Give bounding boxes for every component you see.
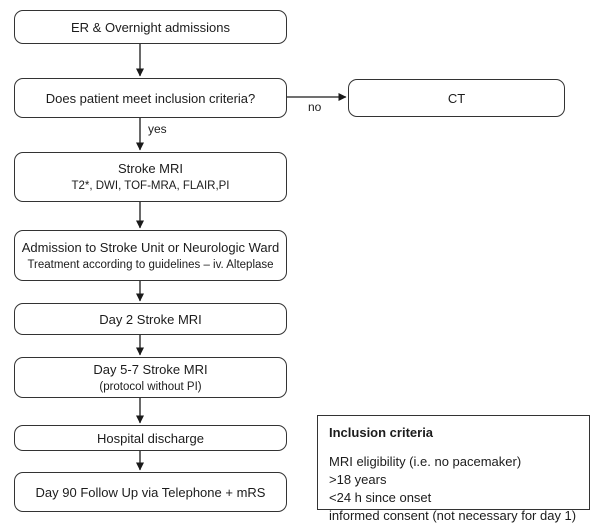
node-title: Day 5-7 Stroke MRI [93, 361, 208, 377]
node-title: Day 90 Follow Up via Telephone + mRS [35, 484, 266, 500]
inclusion-criteria-legend: Inclusion criteria MRI eligibility (i.e.… [317, 415, 590, 523]
node-inclusion-criteria-decision: Does patient meet inclusion criteria? [14, 78, 287, 118]
node-title: Admission to Stroke Unit or Neurologic W… [21, 239, 280, 255]
node-subtitle: Treatment according to guidelines – iv. … [27, 258, 274, 271]
node-title: Hospital discharge [97, 430, 204, 446]
node-stroke-unit-admission: Admission to Stroke Unit or Neurologic W… [14, 230, 287, 281]
node-day2-stroke-mri: Day 2 Stroke MRI [14, 303, 287, 335]
node-title: CT [447, 90, 466, 106]
edge-label-no: no [307, 100, 323, 114]
node-day90-followup: Day 90 Follow Up via Telephone + mRS [14, 472, 287, 512]
legend-title: Inclusion criteria [329, 425, 434, 440]
node-er-admissions: ER & Overnight admissions [14, 10, 287, 44]
node-day5-7-stroke-mri: Day 5-7 Stroke MRI (protocol without PI) [14, 357, 287, 398]
node-title: Does patient meet inclusion criteria? [45, 90, 256, 106]
node-title: Stroke MRI [117, 161, 183, 176]
legend-item: MRI eligibility (i.e. no pacemaker) [329, 454, 522, 469]
node-title: Day 2 Stroke MRI [99, 311, 202, 327]
node-ct: CT [348, 79, 565, 117]
node-title: ER & Overnight admissions [71, 19, 230, 35]
node-hospital-discharge: Hospital discharge [14, 425, 287, 451]
legend-item: informed consent (not necessary for day … [329, 508, 577, 523]
edge-label-yes: yes [147, 122, 168, 136]
legend-item: <24 h since onset [329, 490, 432, 505]
legend-item: >18 years [329, 472, 387, 487]
node-subtitle: T2*, DWI, TOF-MRA, FLAIR,PI [71, 180, 230, 192]
node-subtitle: (protocol without PI) [99, 380, 202, 393]
node-stroke-mri: Stroke MRI T2*, DWI, TOF-MRA, FLAIR,PI [14, 152, 287, 202]
